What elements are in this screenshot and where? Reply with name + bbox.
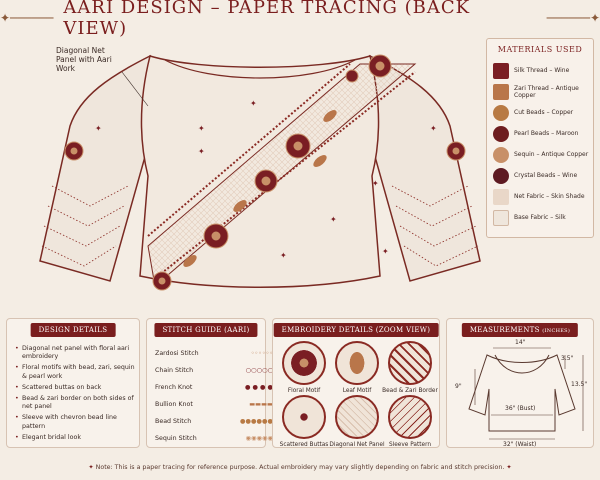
zoom-view-panel: EMBROIDERY DETAILS (ZOOM VIEW) Floral Mo… [272,318,440,448]
swatch-icon [493,167,509,184]
zoom-net: Diagonal Net Panel [328,395,386,448]
french-knot-icon: ● ● ● ● [245,384,273,391]
footer-note: ✦ Note: This is a paper tracing for refe… [88,464,512,471]
measurements-heading: MEASUREMENTS (INCHES) [461,323,579,337]
swatch-icon [493,125,509,142]
stitch-item: Bullion Knot▬▬▬▬ [155,401,273,408]
swatch-icon [493,62,509,79]
sequin-stitch-icon: ◉◉◉◉◉ [245,435,273,442]
material-item: Net Fabric – Skin Shade [493,186,593,207]
svg-text:✦: ✦ [382,247,389,256]
stitch-item: Sequin Stitch◉◉◉◉◉ [155,435,273,442]
design-item: Elegant bridal look [15,434,139,442]
zoom-floral: Floral Motif [275,341,333,394]
materials-heading: MATERIALS USED [497,45,583,54]
flourish-left-icon: ✦────── [0,11,54,25]
material-item: Sequin – Antique Copper [493,144,593,165]
measure-right-top: 3.5" [561,355,574,362]
chain-stitch-icon: ○○○○○ [245,367,273,374]
stitch-item: Bead Stitch●●●●●● [155,418,273,425]
measure-left: 9" [455,383,462,390]
materials-panel: MATERIALS USED Silk Thread – Wine Zari T… [486,38,594,238]
chevron-icon [388,395,432,439]
material-item: Base Fabric – Silk [493,207,593,228]
bead-stitch-icon: ●●●●●● [240,418,273,425]
sleeve-chevrons [41,185,479,267]
measure-bust: 36" (Bust) [505,405,536,412]
swatch-icon [493,104,509,121]
svg-text:✦: ✦ [280,251,287,260]
floral-motifs [64,54,466,291]
measurement-diagram [468,347,584,440]
svg-text:✦: ✦ [430,124,437,133]
measure-top: 14" [515,339,526,346]
flourish-right-icon: ──────✦ [546,11,600,25]
zoom-view-heading: EMBROIDERY DETAILS (ZOOM VIEW) [273,323,439,337]
material-item: Silk Thread – Wine [493,60,593,81]
page-title: AARI DESIGN – PAPER TRACING (BACK VIEW) [63,0,471,39]
svg-text:✦: ✦ [95,124,102,133]
blouse-illustration: ✦ ✦ ✦ ✦ ✦ ✦ ✦ ✦ ✦ [39,54,481,291]
stitch-item: Zardosi Stitch◦◦◦◦◦◦ [155,350,273,357]
material-item: Cut Beads – Copper [493,102,593,123]
zoom-buttas: Scattered Buttas [275,395,333,448]
measure-right: 13.5" [571,381,588,388]
stitch-guide-heading: STITCH GUIDE (AARI) [154,323,258,337]
material-item: Pearl Beads – Maroon [493,123,593,144]
material-item: Crystal Beads – Wine [493,165,593,186]
bullion-knot-icon: ▬▬▬▬ [249,401,273,408]
butta-icon [282,395,326,439]
zoom-border: Bead & Zari Border [381,341,439,394]
bead-border-icon [388,341,432,385]
zardosi-stitch-icon: ◦◦◦◦◦◦ [250,350,273,357]
zoom-leaf: Leaf Motif [328,341,386,394]
swatch-icon [493,188,509,205]
material-item: Zari Thread – Antique Copper [493,81,593,102]
design-item: Diagonal net panel with floral aari embr… [15,345,139,361]
design-item: Scattered buttas on back [15,384,139,392]
scattered-buttas: ✦ ✦ ✦ ✦ ✦ ✦ ✦ ✦ ✦ [95,99,437,260]
stitch-guide-panel: STITCH GUIDE (AARI) Zardosi Stitch◦◦◦◦◦◦… [146,318,273,448]
design-item: Sleeve with chevron bead line pattern [15,414,139,430]
leaf-motif-icon [335,341,379,385]
title-bar: ✦────── AARI DESIGN – PAPER TRACING (BAC… [0,0,600,39]
measure-waist: 32" (Waist) [503,441,537,448]
design-item: Floral motifs with bead, zari, sequin & … [15,364,139,380]
svg-text:✦: ✦ [250,99,257,108]
design-details-panel: DESIGN DETAILS Diagonal net panel with f… [6,318,140,448]
svg-text:✦: ✦ [198,147,205,156]
measurements-panel: MEASUREMENTS (INCHES) 14" 9" 3.5" 13.5" … [446,318,594,448]
callout-line [121,71,149,107]
swatch-icon [493,83,509,100]
stitch-item: Chain Stitch○○○○○ [155,367,273,374]
svg-text:✦: ✦ [198,124,205,133]
swatch-icon [493,209,509,226]
left-sleeve [39,54,151,282]
design-details-heading: DESIGN DETAILS [30,323,116,337]
svg-text:✦: ✦ [372,179,379,188]
stitch-item: French Knot● ● ● ● [155,384,273,391]
net-panel-icon [335,395,379,439]
net-panel-callout: Diagonal Net Panel with Aari Work [56,46,112,73]
svg-text:✦: ✦ [330,215,337,224]
zoom-sleeve: Sleeve Pattern [381,395,439,448]
swatch-icon [493,146,509,163]
leaf-motifs [183,110,337,267]
design-item: Bead & zari border on both sides of net … [15,395,139,411]
floral-motif-icon [282,341,326,385]
